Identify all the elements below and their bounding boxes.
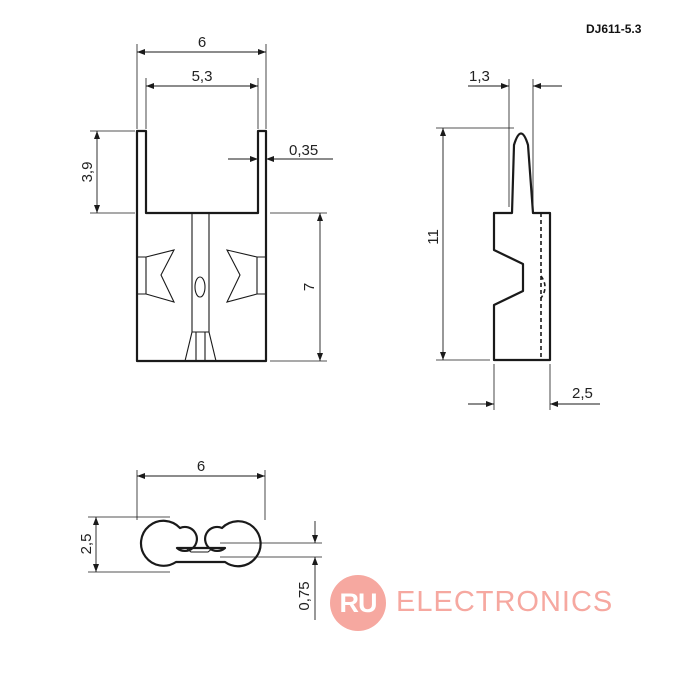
- dim-front-width-outer: 6: [136, 34, 267, 129]
- dim-bottom-gap-label: 0,75: [296, 581, 313, 610]
- front-view-right-latch: [225, 249, 266, 303]
- dim-front-body-height-label: 7: [301, 283, 318, 291]
- front-view-center-dimple: [194, 276, 206, 298]
- dim-side-total-height-label: 11: [425, 229, 442, 245]
- front-view-outline: [135, 129, 268, 363]
- dim-wall-thickness-label: 0,35: [289, 142, 318, 159]
- front-view-stem: [184, 213, 217, 362]
- watermark-logo: RU: [330, 575, 386, 631]
- dim-side-depth-label: 2,5: [572, 385, 593, 402]
- dim-wall-thickness: 0,35: [228, 142, 333, 162]
- front-view-stem-crease: [192, 331, 209, 361]
- dim-front-slot-depth: 3,9: [79, 130, 135, 214]
- dim-bottom-height-label: 2,5: [78, 534, 95, 555]
- dim-front-width-inner-label: 5,3: [192, 68, 213, 85]
- dim-side-tip-width-label: 1,3: [469, 68, 490, 85]
- dim-side-depth: 2,5: [468, 364, 600, 410]
- dim-front-width-outer-label: 6: [198, 34, 206, 51]
- dim-bottom-height: 2,5: [78, 516, 170, 573]
- model-code-label: DJ611-5.3: [586, 22, 642, 36]
- dim-bottom-width-label: 6: [197, 458, 205, 475]
- bottom-view: [139, 519, 262, 568]
- dim-front-width-inner: 5,3: [145, 68, 259, 129]
- dim-side-total-height: 11: [425, 127, 514, 361]
- front-view-left-latch: [137, 249, 176, 303]
- dim-front-slot-depth-label: 3,9: [79, 162, 96, 183]
- bottom-view-left-loop: [139, 519, 262, 568]
- front-view: [135, 129, 268, 363]
- side-view-outline: [492, 132, 552, 362]
- dim-front-body-height: 7: [270, 212, 327, 362]
- watermark-brand-text: ELECTRONICS: [396, 586, 614, 618]
- dim-bottom-gap: 0,75: [220, 521, 322, 620]
- bottom-view-center-bead: [185, 547, 214, 553]
- watermark: RU ELECTRONICS: [330, 575, 640, 631]
- dim-bottom-width: 6: [136, 458, 266, 520]
- side-view-hidden-dimple: [540, 275, 546, 299]
- dim-side-tip-width: 1,3: [468, 68, 562, 207]
- side-view: [492, 132, 552, 362]
